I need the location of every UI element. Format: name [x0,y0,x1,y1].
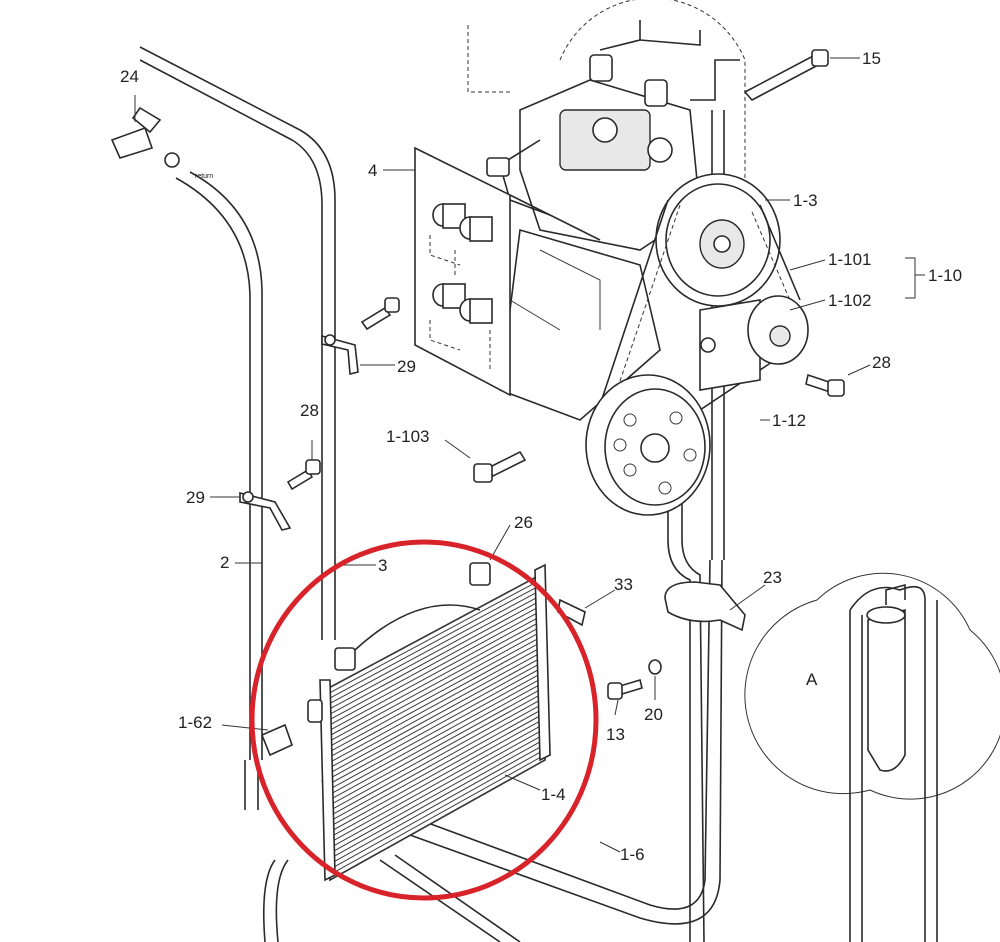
callout-1-62: 1-62 [178,713,212,732]
callout-33: 33 [614,575,633,594]
callout-24: 24 [120,67,139,86]
callout-20: 20 [644,705,663,724]
washer-20 [648,659,662,675]
callout-1-103: 1-103 [386,427,429,446]
hose-2 [139,46,336,760]
bolt-15 [743,49,829,102]
lower-pulley [585,374,711,516]
fitting-24 [110,95,180,168]
pulley-1-3 [655,173,781,307]
clamp-29-lower [239,491,292,531]
leader-lines [210,57,925,853]
bolt-28-right [805,373,845,397]
callout-labels: 24 15 4 1-3 1-101 1-10 1-102 28 29 28 1-… [120,49,962,864]
hose-tag: return [195,173,213,180]
bolt-1-103 [473,450,527,483]
callout-13: 13 [606,725,625,744]
callout-28-left: 28 [300,401,319,420]
callout-1-12: 1-12 [772,411,806,430]
callout-29-upper: 29 [397,357,416,376]
callout-23: 23 [763,568,782,587]
bolt-28-upper [360,297,400,331]
callout-1-10: 1-10 [928,266,962,285]
callout-1-4: 1-4 [541,785,566,804]
condenser-1-4 [307,562,586,882]
bolt-28-lower [286,459,321,491]
callout-4: 4 [368,161,377,180]
callout-26: 26 [514,513,533,532]
fitting-1-62 [244,723,293,942]
callout-1-3: 1-3 [793,191,818,210]
bracket-4 [414,146,601,397]
clamp-29-upper [321,334,359,376]
callout-3: 3 [378,556,387,575]
callout-28-right: 28 [872,353,891,372]
callout-1-6: 1-6 [620,845,645,864]
clamp-23 [664,581,746,632]
callout-15: 15 [862,49,881,68]
callout-1-101: 1-101 [828,250,871,269]
callout-A: A [806,670,818,689]
bolt-13 [607,678,643,700]
tensioner [699,295,809,391]
detail-a-receiver-drier [744,572,1000,942]
highlight-circle [249,539,599,901]
callout-2: 2 [220,553,229,572]
callout-1-102: 1-102 [828,291,871,310]
callout-29-lower: 29 [186,488,205,507]
